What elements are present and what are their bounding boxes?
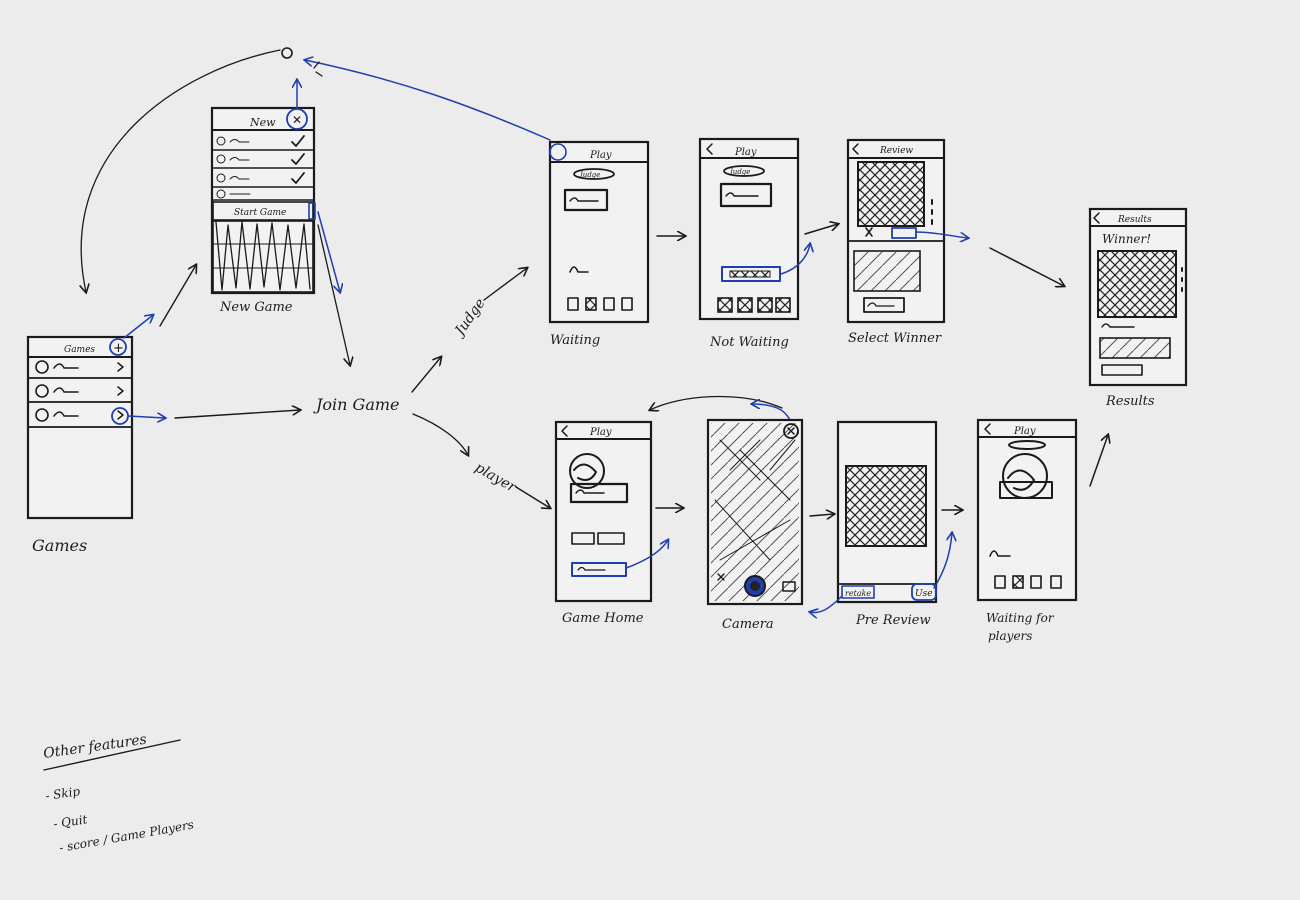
game-home-label: Game Home [562,611,644,626]
games-screen: Games + [26,335,134,520]
player-row[interactable] [216,135,305,147]
play-title: Play [1013,426,1036,437]
results-label: Results [1105,394,1155,409]
retake-label: retake [845,589,871,598]
use-label: Use [915,589,933,599]
winner-text: Winner! [1102,232,1151,246]
note-item: - Quit [52,812,88,831]
arrow-to-games [81,49,281,292]
notes-heading: Other features [42,732,147,762]
add-game-icon[interactable] [109,338,127,356]
review-title: Review [879,146,913,156]
select-winner-screen: Review [846,138,946,324]
results-title: Results [1117,215,1152,225]
camera-switch-icon[interactable] [782,581,796,592]
new-game-label: New Game [219,300,293,315]
games-list-item[interactable] [35,407,129,425]
use-button[interactable] [911,583,937,601]
camera-screen [706,418,804,606]
camera-close-icon[interactable] [783,423,799,439]
games-screen-title: Games [64,345,95,355]
judge-pill: Judge [728,168,750,176]
start-game-button[interactable] [212,201,314,221]
results-screen: Results Winner! [1088,207,1188,387]
game-home-screen: Play [554,420,653,603]
games-list-item[interactable] [35,360,124,374]
pre-review-screen: retake Use [836,420,938,604]
waiting-label: Waiting [550,333,600,348]
close-target-icon [281,47,293,59]
start-game-label: Start Game [234,208,286,218]
not-waiting-label: Not Waiting [709,335,789,350]
other-features-notes: Other features - Skip - Quit - score / G… [42,732,194,855]
judge-pill: Judge [578,171,600,179]
join-game-label: Join Game [313,395,400,414]
play-title: Play [734,147,757,158]
camera-label: Camera [722,617,774,632]
play-title: Play [589,427,612,438]
waiting-for-players-label-2: players [988,629,1032,643]
retake-button[interactable] [841,585,875,599]
keyboard-scribble [212,220,314,293]
not-waiting-screen: Play Judge [698,137,800,321]
waiting-for-players-label-1: Waiting for [986,611,1055,625]
judge-label: Judge [450,296,488,341]
add-icon-glyph: + [113,341,124,356]
player-row[interactable] [216,153,305,165]
back-icon[interactable] [549,143,567,161]
games-list-item[interactable] [35,384,124,398]
player-label: player [472,460,520,497]
new-game-title: New [249,116,276,129]
note-item: - Skip [44,784,81,803]
waiting-screen: Play Judge [548,140,650,324]
close-icon-glyph: ✕ [292,113,302,127]
select-winner-label: Select Winner [848,331,942,346]
waiting-for-players-screen: Play [976,418,1078,602]
close-icon[interactable] [286,108,308,130]
pre-review-label: Pre Review [855,613,931,628]
play-title: Play [589,150,612,161]
player-row[interactable] [216,172,305,184]
games-label: Games [32,536,87,555]
new-game-screen: New ✕ Start Game [210,106,316,295]
